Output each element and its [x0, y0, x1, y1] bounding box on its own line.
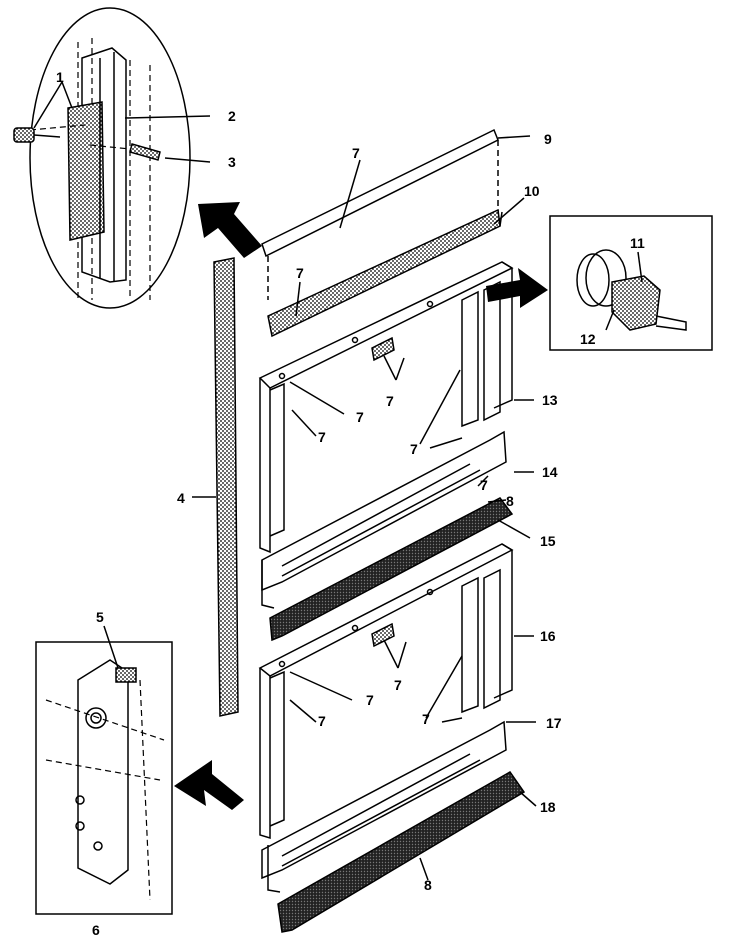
arrow-icon	[486, 268, 548, 308]
callout-label: 18	[540, 799, 556, 815]
callout-label: 1	[56, 69, 64, 85]
callout-label: 7	[352, 145, 360, 161]
callout-label: 7	[356, 409, 364, 425]
knob-icon	[611, 275, 661, 331]
rod-part	[213, 257, 239, 717]
callout-label: 2	[228, 108, 236, 124]
bolt-icon	[129, 143, 161, 161]
screw-icon	[115, 667, 137, 683]
callout-label: 4	[177, 490, 185, 506]
callout-label: 13	[542, 392, 558, 408]
filter-part	[269, 497, 514, 642]
callout-label: 7	[480, 477, 488, 493]
callout-label: 17	[546, 715, 562, 731]
callout-label: 7	[318, 429, 326, 445]
callout-label: 8	[424, 877, 432, 893]
callout-label: 9	[544, 131, 552, 147]
callout-label: 7	[318, 713, 326, 729]
callout-label: 8	[506, 493, 514, 509]
callout-label: 7	[410, 441, 418, 457]
callout-label: 12	[580, 331, 596, 347]
filter-part	[277, 771, 526, 933]
callout-label: 7	[366, 692, 374, 708]
callout-label: 7	[386, 393, 394, 409]
callout-label: 7	[422, 711, 430, 727]
arrow-icon	[174, 760, 244, 810]
callout-label: 5	[96, 609, 104, 625]
knob-detail-box	[549, 215, 713, 351]
callout-label: 6	[92, 922, 100, 938]
callout-label: 10	[524, 183, 540, 199]
hinge-detail-oval	[13, 7, 191, 309]
screw-icon	[13, 127, 35, 143]
callout-label: 7	[394, 677, 402, 693]
callout-label: 11	[630, 235, 645, 251]
callout-label: 3	[228, 154, 236, 170]
callout-label: 14	[542, 464, 558, 480]
bracket-detail-box	[35, 625, 173, 915]
upper-frame	[258, 261, 514, 554]
arrow-icon	[198, 202, 262, 258]
callout-label: 16	[540, 628, 556, 644]
callout-label: 15	[540, 533, 556, 549]
callout-label: 7	[296, 265, 304, 281]
lower-frame	[258, 543, 514, 840]
